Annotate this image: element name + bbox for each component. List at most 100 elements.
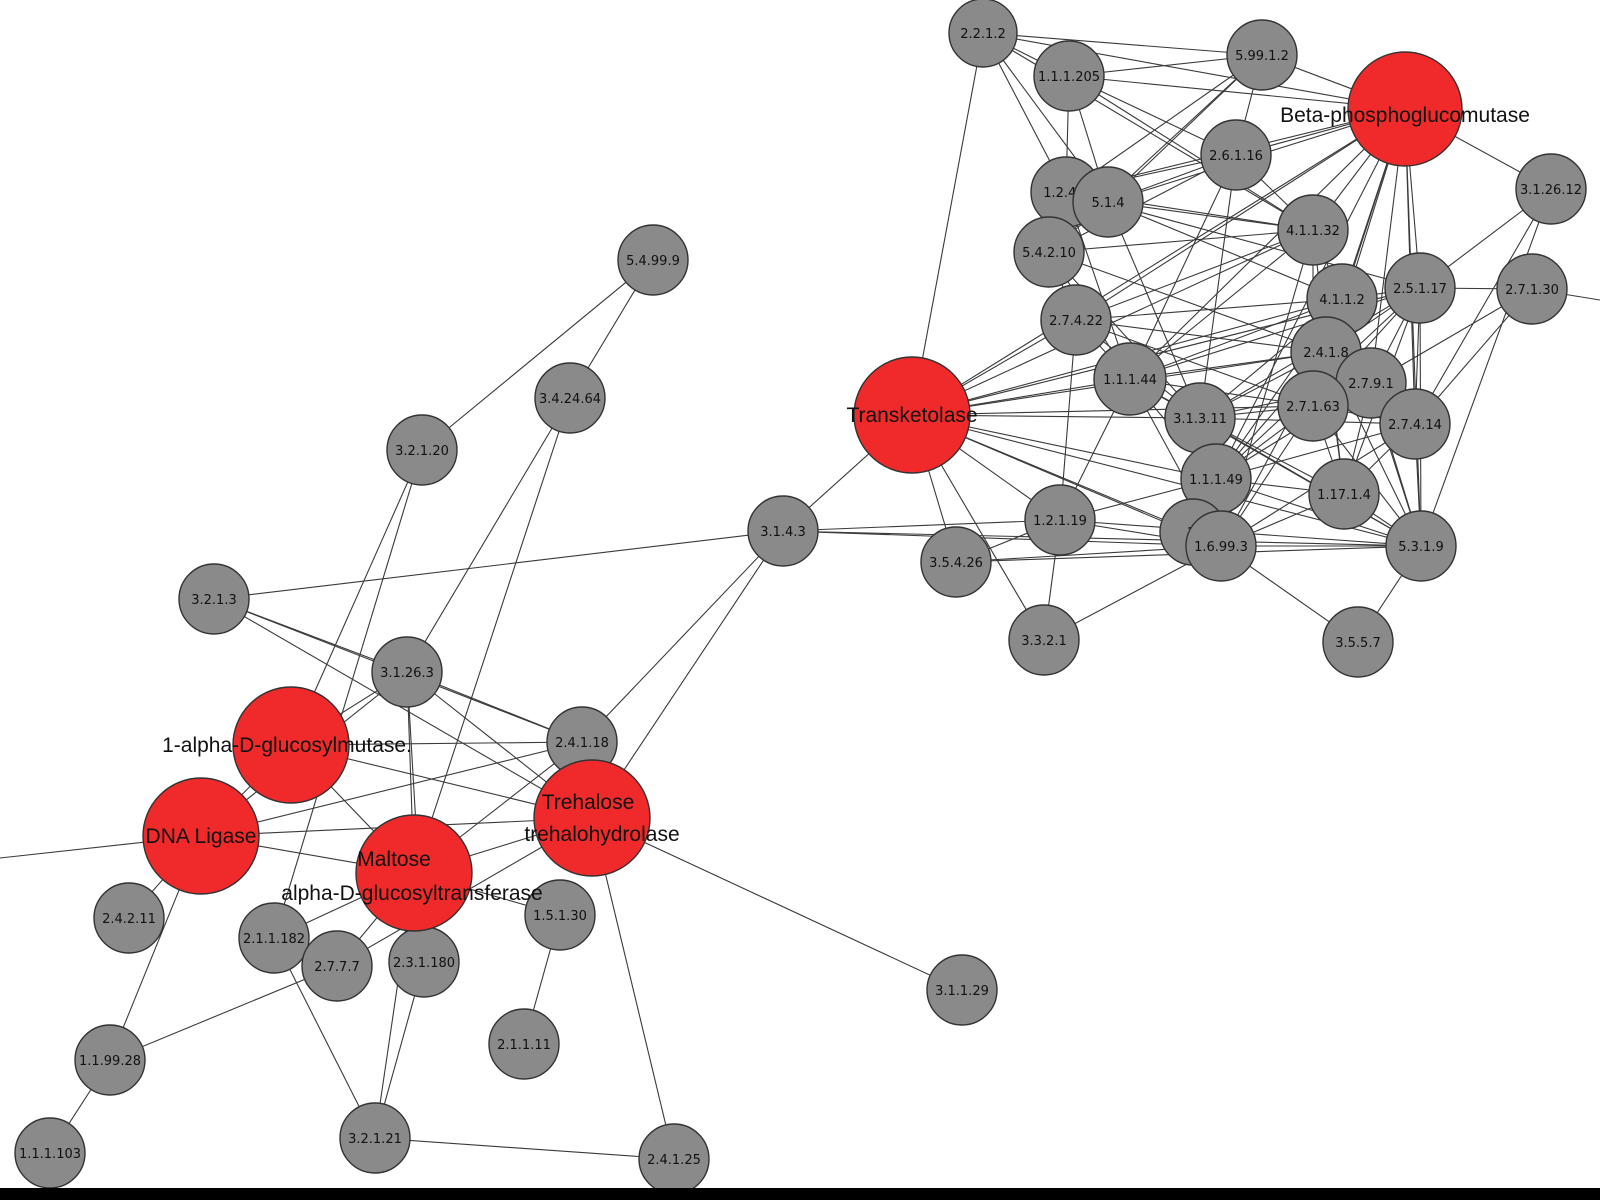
node-circle [948,0,1018,68]
node-label: 1.2.1.19 [1033,514,1087,529]
edge-trehalose-31129 [591,817,963,991]
enzyme-node-24125[interactable]: 2.4.1.25 [638,1123,710,1195]
node-label: 3.1.4.3 [760,525,805,540]
edge-transketolase-betapgm [911,108,1406,416]
enzyme-node-11149[interactable]: 1.1.1.49 [1180,443,1252,515]
node-label: 1.1.1.103 [19,1147,81,1162]
edge-transketolase-2212 [911,32,984,416]
enzyme-node-54210[interactable]: 5.4.2.10 [1013,216,1085,288]
enzyme-node-27130[interactable]: 2.7.1.30 [1496,253,1568,325]
enzyme-node-211182[interactable]: 2.1.1.182 [238,902,310,974]
enzyme-node-32120[interactable]: 3.2.1.20 [386,414,458,486]
node-circle [371,636,443,708]
enzyme-node-514[interactable]: 5.1.4 [1072,166,1144,238]
node-label: 2.6.1.16 [1209,149,1263,164]
enzyme-node-2777[interactable]: 2.7.7.7 [301,930,373,1002]
enzyme-node-26116[interactable]: 2.6.1.16 [1200,119,1272,191]
enzyme-node-599[interactable]: 5.99.1.2 [1226,19,1298,91]
node-label: 3.1.26.12 [1520,183,1582,198]
enzyme-node-31129[interactable]: 3.1.1.29 [926,954,998,1026]
enzyme-node-111103[interactable]: 1.1.1.103 [14,1117,86,1189]
node-circle [1515,153,1587,225]
node-circle [617,224,689,296]
enzyme-node-3557[interactable]: 3.5.5.7 [1322,606,1394,678]
enzyme-node-111205[interactable]: 1.1.1.205 [1033,40,1105,112]
node-label: 3.4.24.64 [539,392,601,407]
major-node-transketolase[interactable]: Transketolase [846,356,978,474]
enzyme-node-11714[interactable]: 1.17.1.4 [1308,458,1380,530]
node-label: 2.4.1.18 [555,736,609,751]
node-circle [524,879,596,951]
enzyme-node-24118[interactable]: 2.4.1.18 [546,706,618,778]
enzyme-node-11144[interactable]: 1.1.1.44 [1093,342,1167,416]
node-label: 1.1.1.49 [1189,473,1243,488]
node-label: 1.17.1.4 [1317,488,1371,503]
enzyme-node-3321[interactable]: 3.3.2.1 [1008,604,1080,676]
enzyme-node-31261[interactable]: 3.1.26.12 [1515,153,1587,225]
node-circle [853,356,971,474]
node-circle [1379,388,1451,460]
enzyme-node-31311[interactable]: 3.1.3.11 [1164,382,1236,454]
major-node-betapgm[interactable]: Beta-phosphoglucomutase [1280,51,1530,167]
enzyme-node-25117[interactable]: 2.5.1.17 [1384,252,1456,324]
enzyme-node-16993[interactable]: 1.6.99.3 [1185,510,1257,582]
enzyme-node-15130[interactable]: 1.5.1.30 [524,879,596,951]
enzyme-node-27414[interactable]: 2.7.4.14 [1379,388,1451,460]
enzyme-node-5319[interactable]: 5.3.1.9 [1385,510,1457,582]
edge-3143-24118 [581,530,784,743]
node-circle [1033,40,1105,112]
node-label: 4.1.1.2 [1319,293,1364,308]
node-label: 2.4.2.11 [102,912,156,927]
node-label: 4.1.1.32 [1286,224,1340,239]
major-node-dnaligase[interactable]: DNA Ligase [142,777,260,895]
node-label: 3.1.1.29 [935,984,989,999]
node-label: 3.2.1.21 [348,1132,402,1147]
enzyme-node-24211[interactable]: 2.4.2.11 [93,882,165,954]
enzyme-node-32121[interactable]: 3.2.1.21 [339,1102,411,1174]
enzyme-node-3213[interactable]: 3.2.1.3 [178,563,250,635]
node-circle [1040,284,1112,356]
node-circle [178,563,250,635]
node-circle [339,1102,411,1174]
node-label: Maltose [357,848,431,871]
enzyme-node-119928[interactable]: 1.1.99.28 [74,1024,146,1096]
edge-342464-31263 [406,397,571,673]
edge-41132-11144 [1129,229,1314,380]
enzyme-node-54999[interactable]: 5.4.99.9 [617,224,689,296]
node-circle [232,686,350,804]
node-circle [1322,606,1394,678]
node-circle [93,882,165,954]
node-label: 5.4.99.9 [626,254,680,269]
node-label: 2.4.1.8 [1303,346,1348,361]
enzyme-node-231180[interactable]: 2.3.1.180 [388,926,460,998]
node-label: 3.5.5.7 [1335,636,1380,651]
node-label: 2.7.4.22 [1049,314,1103,329]
node-label: 5.1.4 [1091,196,1124,211]
enzyme-node-342464[interactable]: 3.4.24.64 [534,362,606,434]
node-circle [1072,166,1144,238]
enzyme-node-35426[interactable]: 3.5.4.26 [920,526,992,598]
edge-betapgm-27422 [1075,108,1406,321]
edge-betapgm-11144 [1129,108,1406,380]
enzyme-node-27163[interactable]: 2.7.1.63 [1277,370,1349,442]
node-circle [534,362,606,434]
edge-27422-2418 [1075,319,1327,353]
enzyme-node-27422[interactable]: 2.7.4.22 [1040,284,1112,356]
edge-54210-2418 [1048,251,1327,353]
enzyme-node-2212[interactable]: 2.2.1.2 [948,0,1018,68]
edge-111205-41132 [1068,75,1314,231]
enzyme-node-41132[interactable]: 4.1.1.32 [1277,194,1349,266]
enzyme-node-12119[interactable]: 1.2.1.19 [1024,484,1096,556]
enzyme-node-3143[interactable]: 3.1.4.3 [747,495,819,567]
enzyme-node-31263[interactable]: 3.1.26.3 [371,636,443,708]
node-label: 1.1.1.44 [1103,373,1157,388]
node-label: 2.3.1.180 [393,956,455,971]
node-label: DNA Ligase [146,825,257,848]
enzyme-node-21111[interactable]: 2.1.1.11 [488,1008,560,1080]
node-circle [1024,484,1096,556]
major-node-glucosylmutase[interactable]: 1-alpha-D-glucosylmutase. [162,686,412,804]
edge-4112-11144 [1129,298,1343,380]
